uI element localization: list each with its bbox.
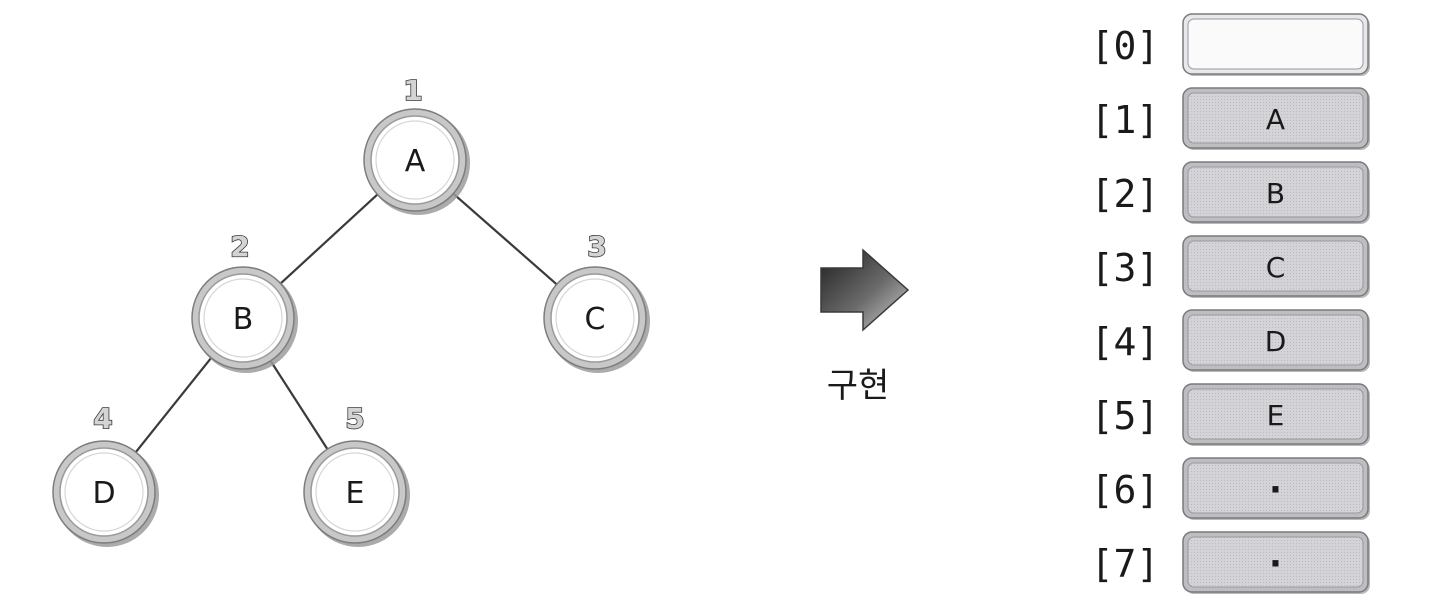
array-cell-value: D: [1265, 325, 1287, 358]
array-cell-value: E: [1267, 399, 1285, 432]
node-inner-ring: [375, 120, 455, 200]
cell-inner: [1187, 314, 1364, 366]
tree-edges: [133, 190, 560, 456]
array-index-label: [0]: [1091, 24, 1160, 68]
array-index-label: [4]: [1091, 320, 1160, 364]
array-index-label: [5]: [1091, 394, 1160, 438]
array-cell-5: [5] E: [1091, 383, 1370, 446]
node-number: 1: [403, 74, 422, 107]
node-label: B: [233, 302, 254, 337]
array-index-label: [3]: [1091, 246, 1160, 290]
node-circle: [550, 273, 640, 363]
tree-edge-b-e: [268, 357, 330, 453]
cell-inner: [1187, 462, 1364, 514]
array-cell-1: [1] A: [1091, 87, 1370, 150]
cell-inner: [1187, 92, 1364, 144]
right-arrow-icon: [820, 248, 910, 332]
tree-edge-a-b: [277, 191, 381, 287]
tree-node-c: C3: [543, 229, 650, 373]
array-cell-value: C: [1266, 251, 1286, 284]
array-cell-4: [4] D: [1091, 309, 1370, 372]
array-cell-2: [2] B: [1091, 161, 1370, 224]
cell-inner: [1187, 536, 1364, 588]
array-cell-7: [7] ·: [1091, 531, 1370, 594]
node-label: D: [92, 476, 115, 511]
implementation-arrow: 구현: [820, 248, 910, 406]
array-index-label: [2]: [1091, 172, 1160, 216]
array-index-label: [7]: [1091, 542, 1160, 586]
node-inner-ring: [203, 278, 283, 358]
array-cell-value: A: [1266, 103, 1285, 136]
array-cell-3: [3] C: [1091, 235, 1370, 298]
node-circle: [310, 447, 400, 537]
cell-inner: [1187, 166, 1364, 218]
array-cell-6: [6] ·: [1091, 457, 1370, 520]
node-number: 4: [93, 402, 112, 435]
arrow-label: 구현: [827, 366, 890, 406]
tree-edge-b-d: [133, 354, 214, 456]
node-inner-ring: [555, 278, 635, 358]
array-representation: [0] [1] A [2] B [3] C [4] D [5] E [6] · [7] ·: [1091, 13, 1370, 594]
array-index-label: [1]: [1091, 98, 1160, 142]
tree-node-a: A1: [363, 73, 470, 215]
node-label: E: [346, 476, 365, 511]
array-cell-value: ·: [1269, 544, 1282, 584]
array-cell-value: B: [1266, 177, 1285, 210]
node-number: 5: [345, 402, 364, 435]
node-inner-ring: [64, 452, 144, 532]
node-circle: [59, 447, 149, 537]
cell-inner: [1187, 388, 1364, 440]
array-cell-0: [0]: [1091, 13, 1370, 76]
cell-inner: [1187, 18, 1364, 70]
tree-node-b: B2: [191, 229, 298, 373]
tree-edge-a-c: [450, 190, 560, 288]
node-label: C: [585, 302, 606, 337]
tree-node-d: D4: [52, 401, 159, 547]
node-circle: [198, 273, 288, 363]
node-number: 3: [587, 230, 606, 263]
tree-node-e: E5: [303, 401, 410, 547]
node-label: A: [405, 144, 426, 179]
array-cell-value: ·: [1269, 470, 1282, 510]
array-index-label: [6]: [1091, 468, 1160, 512]
cell-inner: [1187, 240, 1364, 292]
node-circle: [370, 115, 460, 205]
node-number: 2: [230, 230, 249, 263]
node-inner-ring: [315, 452, 395, 532]
